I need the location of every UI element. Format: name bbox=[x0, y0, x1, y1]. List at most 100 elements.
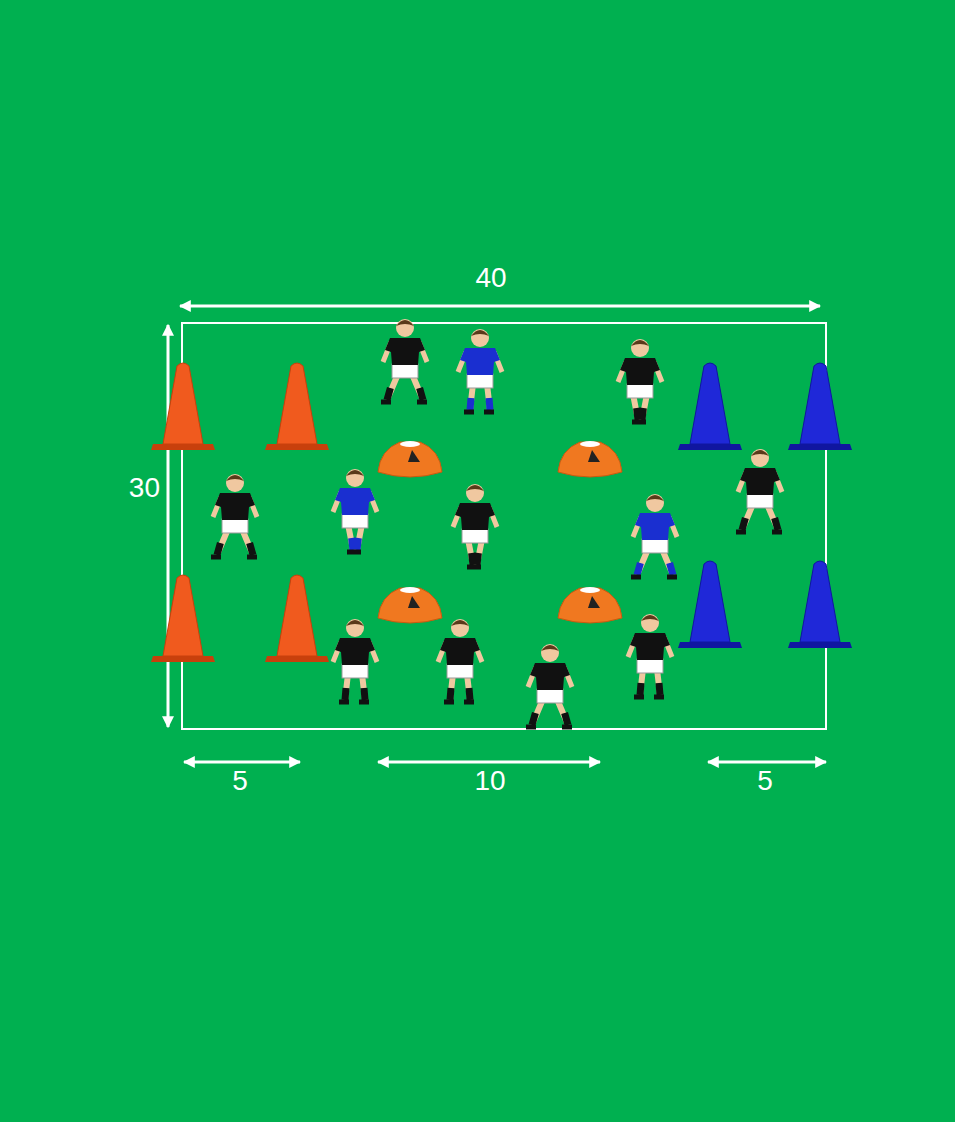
player-shorts bbox=[462, 529, 488, 543]
player-figure bbox=[211, 474, 257, 557]
player-shorts bbox=[342, 664, 368, 678]
disc-hole bbox=[580, 587, 600, 593]
disc-cone bbox=[378, 441, 442, 477]
player-shirt bbox=[635, 513, 675, 540]
player-head bbox=[631, 339, 649, 357]
dimension-label: 5 bbox=[232, 767, 248, 795]
player-shirt bbox=[215, 493, 255, 520]
cone-body bbox=[163, 575, 203, 656]
player-shorts bbox=[342, 514, 368, 528]
player-socks bbox=[352, 538, 359, 550]
cone-body bbox=[690, 363, 730, 444]
middle-zone-arrow bbox=[378, 761, 600, 764]
dimension-arrows bbox=[168, 306, 826, 762]
player-head bbox=[346, 619, 364, 637]
player-shirt bbox=[455, 503, 495, 530]
cone-base bbox=[678, 444, 742, 450]
disc-cone bbox=[558, 441, 622, 477]
player-shorts bbox=[537, 689, 563, 703]
cone-body bbox=[800, 561, 840, 642]
player-shorts bbox=[222, 519, 248, 533]
dimension-label: 40 bbox=[475, 264, 506, 292]
player-figure bbox=[526, 644, 572, 727]
player-boots bbox=[632, 420, 646, 425]
cone-base bbox=[265, 656, 329, 662]
height-arrow bbox=[167, 325, 170, 727]
player-shirt bbox=[740, 468, 780, 495]
player-head bbox=[346, 469, 364, 487]
player-socks bbox=[450, 688, 470, 700]
player-figure bbox=[438, 619, 482, 702]
tall-cone bbox=[678, 561, 742, 648]
tall-cone bbox=[788, 363, 852, 450]
player-figure bbox=[628, 614, 672, 697]
cone-body bbox=[800, 363, 840, 444]
player-shirt bbox=[460, 348, 500, 375]
player-socks bbox=[217, 543, 253, 555]
player-socks bbox=[742, 518, 778, 530]
player-hair bbox=[396, 320, 414, 326]
player-hair bbox=[631, 340, 649, 346]
player-head bbox=[646, 494, 664, 512]
player-socks bbox=[470, 398, 490, 410]
player-hair bbox=[646, 495, 664, 501]
player-hair bbox=[346, 620, 364, 626]
disc-body bbox=[378, 588, 442, 623]
player-figure bbox=[631, 494, 677, 577]
player-shirt bbox=[620, 358, 660, 385]
player-shirt bbox=[335, 488, 375, 515]
player-shorts bbox=[392, 364, 418, 378]
cone-body bbox=[277, 363, 317, 444]
cone-base bbox=[788, 642, 852, 648]
player-shirt bbox=[335, 638, 375, 665]
player-head bbox=[751, 449, 769, 467]
disc-hole bbox=[580, 441, 600, 447]
end-zone-arrow bbox=[184, 761, 300, 764]
player-boots bbox=[526, 725, 572, 730]
cone-base bbox=[678, 642, 742, 648]
disc-hole bbox=[400, 441, 420, 447]
player-figure bbox=[458, 329, 502, 412]
player-shorts bbox=[642, 539, 668, 553]
end-zone-arrow bbox=[708, 761, 826, 764]
pitch-boundary bbox=[182, 323, 826, 729]
player-shirt bbox=[385, 338, 425, 365]
player-head bbox=[641, 614, 659, 632]
cone-base bbox=[265, 444, 329, 450]
player-boots bbox=[211, 555, 257, 560]
player-socks bbox=[640, 683, 660, 695]
tall-cone bbox=[265, 363, 329, 450]
width-arrow bbox=[180, 305, 820, 308]
disc-hole bbox=[400, 587, 420, 593]
player-shorts bbox=[447, 664, 473, 678]
player-shorts bbox=[627, 384, 653, 398]
player-shorts bbox=[747, 494, 773, 508]
player-head bbox=[226, 474, 244, 492]
player-figure bbox=[453, 484, 497, 567]
tall-cone bbox=[265, 575, 329, 662]
cone-base bbox=[151, 444, 215, 450]
player-head bbox=[451, 619, 469, 637]
disc-body bbox=[378, 442, 442, 477]
cone-body bbox=[163, 363, 203, 444]
player-boots bbox=[381, 400, 427, 405]
player-boots bbox=[444, 700, 474, 705]
player-figure bbox=[618, 339, 662, 422]
player-hair bbox=[751, 450, 769, 456]
player-boots bbox=[634, 695, 664, 700]
player-hair bbox=[226, 475, 244, 481]
disc-logo bbox=[408, 450, 420, 462]
player-figure bbox=[333, 469, 377, 552]
disc-logo bbox=[588, 596, 600, 608]
dimension-label: 10 bbox=[474, 767, 505, 795]
disc-logo bbox=[588, 450, 600, 462]
player-socks bbox=[345, 688, 365, 700]
disc-body bbox=[558, 442, 622, 477]
player-head bbox=[471, 329, 489, 347]
player-figure bbox=[381, 319, 427, 402]
player-shorts bbox=[467, 374, 493, 388]
player-boots bbox=[736, 530, 782, 535]
player-hair bbox=[466, 485, 484, 491]
player-hair bbox=[641, 615, 659, 621]
